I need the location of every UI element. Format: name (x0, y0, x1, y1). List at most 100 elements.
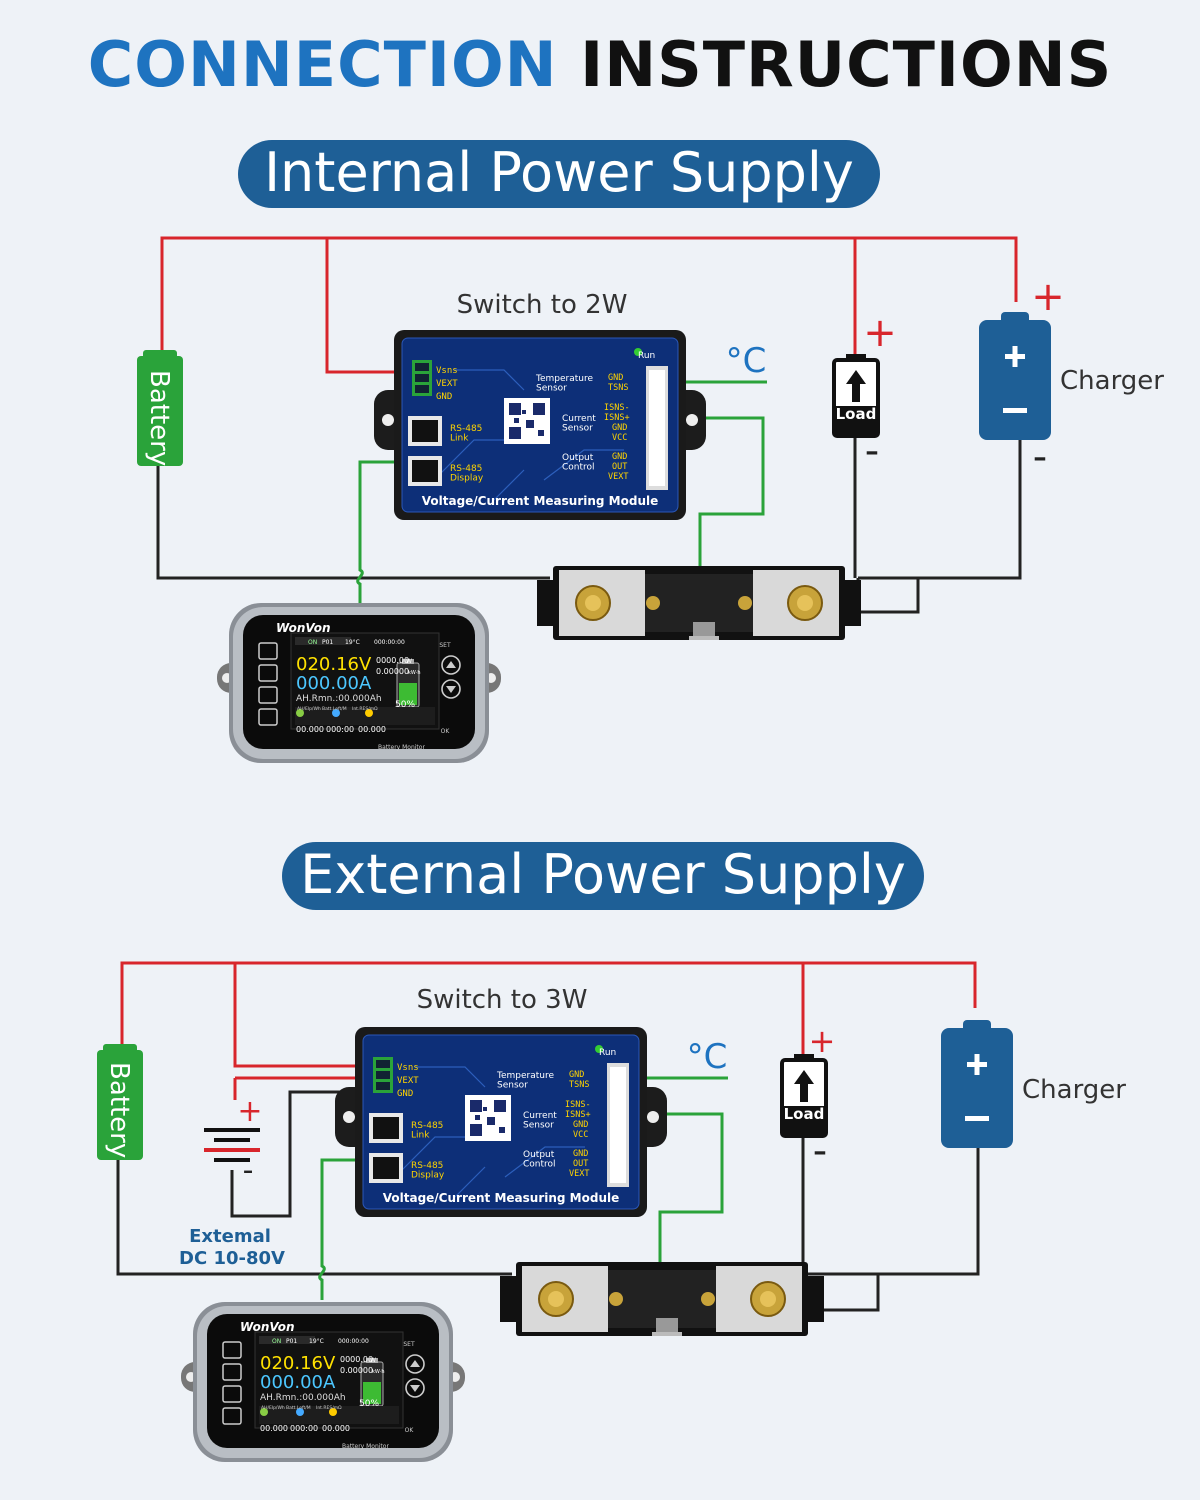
battery-label-2: Battery (104, 1062, 134, 1158)
svg-text:Run: Run (599, 1048, 616, 1058)
load-icon-2 (780, 1052, 828, 1138)
svg-text:WonVon: WonVon (240, 1320, 295, 1334)
module-pin-vext: VEXT (436, 379, 458, 389)
title-part-2: INSTRUCTIONS (580, 28, 1113, 101)
module-pin-r0: GND (608, 373, 623, 383)
svg-text:-: - (1033, 434, 1047, 480)
load-label-2: Load (784, 1105, 825, 1123)
svg-text:TSNS: TSNS (569, 1080, 589, 1090)
svg-text:SET: SET (439, 642, 451, 649)
svg-text:VCC: VCC (573, 1130, 588, 1140)
svg-text:GND: GND (397, 1089, 413, 1099)
svg-text:00.000: 00.000 (358, 725, 386, 734)
monitor-brand: WonVon (276, 621, 331, 635)
svg-text:+: + (863, 310, 897, 356)
svg-text:OUT: OUT (573, 1159, 588, 1169)
svg-text:+: + (1031, 274, 1065, 320)
charger-label: Charger (1060, 366, 1164, 396)
monitor-percent: 50% (395, 700, 415, 710)
module-pin-gnd: GND (436, 392, 452, 402)
svg-text:AH/Elp/Wh: AH/Elp/Wh (261, 1405, 285, 1411)
svg-text:VEXT: VEXT (397, 1076, 419, 1086)
svg-text:SET: SET (403, 1341, 415, 1348)
svg-text:000.00A: 000.00A (260, 1372, 336, 1393)
svg-text:+: + (809, 1022, 836, 1060)
svg-text:GND: GND (573, 1120, 588, 1130)
module-run-label: Run (638, 351, 655, 361)
svg-text:GND: GND (569, 1070, 584, 1080)
svg-text:ISNS-: ISNS- (565, 1100, 591, 1110)
svg-text:000:00: 000:00 (290, 1424, 318, 1433)
charger-icon-2 (941, 1020, 1013, 1148)
svg-text:+: + (237, 1094, 262, 1129)
module-pin-r2: ISNS- (604, 403, 630, 413)
svg-text:VEXT: VEXT (569, 1169, 589, 1179)
section1-components: Switch to 2W Battery Vsns VEXT GND Run R… (137, 274, 1164, 764)
svg-text:AH.Rmn.:00.000Ah: AH.Rmn.:00.000Ah (260, 1393, 346, 1403)
module-pin-vsns: Vsns (436, 366, 458, 376)
charger-label-2: Charger (1022, 1075, 1126, 1105)
svg-text:000:00:00: 000:00:00 (374, 639, 405, 646)
svg-text:ON: ON (308, 639, 317, 646)
external-label-2: DC 10-80V (179, 1248, 285, 1269)
charger-icon (979, 312, 1051, 440)
svg-text:ISNS+: ISNS+ (565, 1110, 591, 1120)
svg-text:Int.RES/mΩ: Int.RES/mΩ (316, 1405, 342, 1411)
svg-text:P01: P01 (286, 1338, 297, 1345)
load-label: Load (836, 405, 877, 423)
svg-text:kW·h: kW·h (372, 1369, 385, 1375)
battery-label: Battery (144, 370, 174, 466)
svg-text:00.000: 00.000 (322, 1424, 350, 1433)
measuring-module (373, 329, 707, 521)
svg-text:ON: ON (272, 1338, 281, 1345)
svg-text:0000.00: 0000.00 (340, 1355, 373, 1364)
module-pin-r8: VEXT (608, 472, 628, 482)
svg-text:W: W (370, 1357, 376, 1364)
module-pin-r5: VCC (612, 433, 627, 443)
module-pin-r1: TSNS (608, 383, 628, 393)
section2-wires (116, 961, 980, 1312)
current-shunt-2 (499, 1261, 825, 1337)
svg-text:-: - (865, 428, 879, 474)
svg-text:000:00:00: 000:00:00 (338, 1338, 369, 1345)
svg-text:OK: OK (405, 1427, 415, 1434)
monitor-voltage: 020.16V (296, 654, 372, 675)
svg-text:Batt.Left/M: Batt.Left/M (286, 1405, 311, 1411)
svg-text:Battery Monitor: Battery Monitor (378, 744, 425, 751)
svg-text:Batt.Left/M: Batt.Left/M (322, 706, 347, 712)
svg-text:19°C: 19°C (345, 639, 360, 646)
svg-text:AH/Elp/Wh: AH/Elp/Wh (297, 706, 321, 712)
section2-components: Switch to 3W Battery + - Extemal DC 10-8… (97, 985, 1126, 1463)
module-pin-r3: ISNS+ (604, 413, 630, 423)
monitor-current: 000.00A (296, 673, 372, 694)
measuring-module-2 (334, 1026, 668, 1218)
monitor-ah-remaining: AH.Rmn.:00.000Ah (296, 694, 382, 704)
svg-text:00.000: 00.000 (296, 725, 324, 734)
svg-text:020.16V: 020.16V (260, 1353, 336, 1374)
section1-wires (156, 236, 1022, 614)
svg-text:-: - (243, 1153, 254, 1188)
svg-text:Vsns: Vsns (397, 1063, 419, 1073)
module-name-2: Voltage/Current Measuring Module (383, 1191, 620, 1205)
module-pin-r7: OUT (612, 462, 627, 472)
svg-text:-: - (813, 1128, 827, 1174)
temp-sensor-symbol: °C (726, 341, 767, 381)
svg-text:GND: GND (573, 1149, 588, 1159)
temp-sensor-symbol-2: °C (687, 1037, 728, 1077)
external-label-1: Extemal (189, 1226, 271, 1247)
section-heading-internal: Internal Power Supply (238, 140, 880, 208)
svg-text:00.000: 00.000 (260, 1424, 288, 1433)
switch-label-3w: Switch to 3W (417, 985, 588, 1015)
svg-text:Int.RES/mΩ: Int.RES/mΩ (352, 706, 378, 712)
svg-text:000:00: 000:00 (326, 725, 354, 734)
page-title: CONNECTION INSTRUCTIONS (0, 28, 1200, 101)
